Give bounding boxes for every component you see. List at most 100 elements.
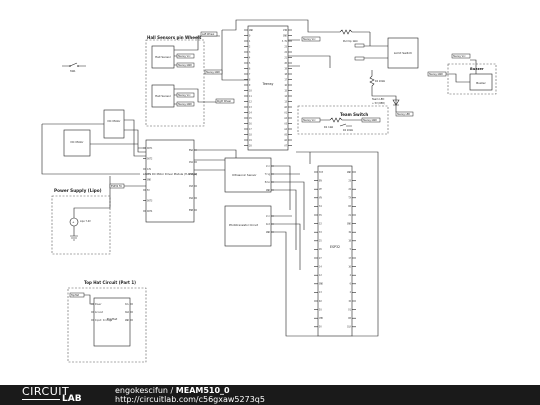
hall-sensor-1[interactable] xyxy=(151,45,175,69)
teensy_right-pin-label: A7 xyxy=(284,144,287,147)
teensy_left-pin-label: 7 xyxy=(249,73,251,76)
teensy_left-pin-label: 14 xyxy=(249,111,252,114)
hall2-power-wires xyxy=(174,94,177,105)
esp32-label: ESP32 xyxy=(330,245,340,249)
esp32_right-pin-label: 22 xyxy=(348,188,351,191)
esp32-frame-wire xyxy=(296,151,379,337)
tophat_right-pin-label: GND xyxy=(125,319,130,322)
teensy-block: Teensy GND012345678910111213141516171819… xyxy=(204,19,331,151)
esp32_right-pin-label: 15 xyxy=(348,300,351,303)
esp32_right-pin-label: CLK xyxy=(347,326,352,329)
phototransistor-body[interactable] xyxy=(224,205,272,247)
l298n_left-pin-label: OUT1 xyxy=(147,147,153,150)
teensy_left-pin-label: 8 xyxy=(249,78,251,81)
tophat_right-pin-label: SDA xyxy=(125,311,130,314)
dc-motor-1-body xyxy=(103,109,125,139)
teensy_left-pin-label: 6 xyxy=(249,67,251,70)
l298n_left-pin-label: OUT4 xyxy=(147,210,153,213)
teensy-gnd-text: Teensy GND xyxy=(206,71,220,74)
teensy-gnd-tag xyxy=(204,69,223,75)
logo-circuit-text: CIRCUIT xyxy=(22,385,70,398)
l298n-label: L298N DC Motor Driver Module (H-bridge) xyxy=(143,172,197,176)
r1-label: R1 1kΩ xyxy=(324,125,333,129)
esp32_right-pin-label: 4 xyxy=(350,274,352,277)
team-led[interactable]: R2 10kΩ Team LED + 5V (RED) Teensy LED xyxy=(369,70,414,117)
tophat-label: TopHat xyxy=(106,317,118,321)
teensy_right-pin-label: 22 xyxy=(284,51,287,54)
hall-group-outline xyxy=(145,39,205,127)
hall2-signal-wire xyxy=(174,88,220,103)
teensy-chip[interactable] xyxy=(247,25,289,151)
photo_right-pin-label: Vcc xyxy=(266,215,271,218)
teensy_right-pin-label: 20 xyxy=(284,62,287,65)
led-symbol xyxy=(392,99,400,106)
teensy-top-wire xyxy=(222,19,330,33)
team-switch-symbol xyxy=(339,123,352,127)
dc-motor-1[interactable]: DC Motor xyxy=(103,109,125,139)
sw1-switch[interactable]: SW1 xyxy=(62,62,86,73)
esp32_left-pin-label: EN xyxy=(319,179,322,182)
l298n_right-pin-label: IN3 xyxy=(189,185,194,188)
esp32_left-pin-label: 25 xyxy=(319,240,322,243)
dc-motor-2[interactable]: DC Motor xyxy=(63,129,91,157)
esp32_left-pin-label: 34 xyxy=(319,205,322,208)
sw1-node-b xyxy=(77,65,79,67)
esp32_left-pin-label: 14 xyxy=(319,265,322,268)
esp32_left-pin-label: VN xyxy=(319,197,322,200)
esp32_right-pin-label: 23 xyxy=(348,179,351,182)
ultrasonic_right-pin-label: Vcc xyxy=(266,165,271,168)
esp32-chip[interactable] xyxy=(317,165,353,337)
teensy_right-pin-label: A1 xyxy=(284,111,287,114)
author-link[interactable]: engokescifun xyxy=(115,386,168,395)
hall-sensor-2[interactable] xyxy=(151,84,175,108)
teensy_left-pin-label: 20 xyxy=(249,144,252,147)
tophat-chip[interactable] xyxy=(93,297,131,347)
hall2-vcc-text: Teensy Vcc xyxy=(178,94,191,97)
ls-tag-a xyxy=(354,43,365,48)
footer-url[interactable]: http://circuitlab.com/c56gxaw5273q5 xyxy=(115,395,265,404)
ultrasonic-label: Ultrasonic Sensor xyxy=(232,173,257,177)
circuitlab-logo[interactable]: CIRCUIT LAB xyxy=(22,386,94,404)
buzzer-vcc-text: Teensy Vcc xyxy=(453,55,466,58)
l298n-chip[interactable] xyxy=(145,139,195,223)
r1-symbol xyxy=(320,117,362,123)
esp32_left-pin-label: 35 xyxy=(319,214,322,217)
esp32_right-pin-label: GND xyxy=(347,222,352,225)
power-supply-group: Power Supply (Lipo) + Lipo 7.4V xyxy=(51,176,111,255)
esp32_left-pin-label: 27 xyxy=(319,257,322,260)
hall1-gnd-text: Teensy GND xyxy=(178,64,192,67)
esp32_right-pin-label: 5 xyxy=(350,248,352,251)
esp32_right-pin-label: 19 xyxy=(348,231,351,234)
r2-label: R2 10kΩ xyxy=(343,129,353,132)
project-name[interactable]: MEAM510_0 xyxy=(175,386,230,395)
dc-motor-1-label: DC Motor xyxy=(107,119,121,123)
buzzer-title: Buzzer xyxy=(470,67,484,71)
esp32_left-pin-label: D2 xyxy=(319,300,322,303)
buzzer-vcc-tag xyxy=(451,53,471,59)
esp32_left-pin-label: 12 xyxy=(319,274,322,277)
schematic-canvas[interactable]: Hall Sensors pin Wheels Hall Sensor Hall… xyxy=(0,0,540,385)
battery-plus: + xyxy=(72,220,75,224)
esp32_right-pin-label: D0 xyxy=(348,317,351,320)
team-switch-group: Team Switch Teensy Vcc Teensy GND R1 1kΩ… xyxy=(297,105,389,135)
led-label: Team LED xyxy=(372,97,384,101)
battery-label: Lipo 7.4V xyxy=(80,220,91,223)
tophat_left-pin-label: Power xyxy=(95,303,102,306)
photo_right-pin-label: GND xyxy=(266,231,271,234)
ls-tag-b xyxy=(354,56,365,61)
team-gnd-text: Teensy GND xyxy=(363,119,377,122)
buzzer-label: Buzzer xyxy=(476,81,486,85)
buzzer-gnd-text: Teensy GND xyxy=(429,73,443,76)
l298n_left-pin-label: 5V xyxy=(147,189,150,192)
ultrasonic_right-pin-label: GND xyxy=(266,189,271,192)
teensy_right-pin-label: A2 xyxy=(284,117,287,120)
ultrasonic-body[interactable] xyxy=(224,157,272,193)
limit-switch[interactable]: Limit Switch xyxy=(354,32,419,69)
buzzer-group: Buzzer Buzzer Teensy Vcc Teensy GND xyxy=(427,53,497,95)
tophat-title: Top Hat Circuit (Part 1) xyxy=(84,280,136,285)
pullup-resistor[interactable]: Pull Up 1kΩ xyxy=(330,29,370,43)
teensy-right-wires xyxy=(288,39,331,68)
l298n_left-pin-label: OUT3 xyxy=(147,199,153,202)
teensy_right-pin-label: A5 xyxy=(284,133,287,136)
